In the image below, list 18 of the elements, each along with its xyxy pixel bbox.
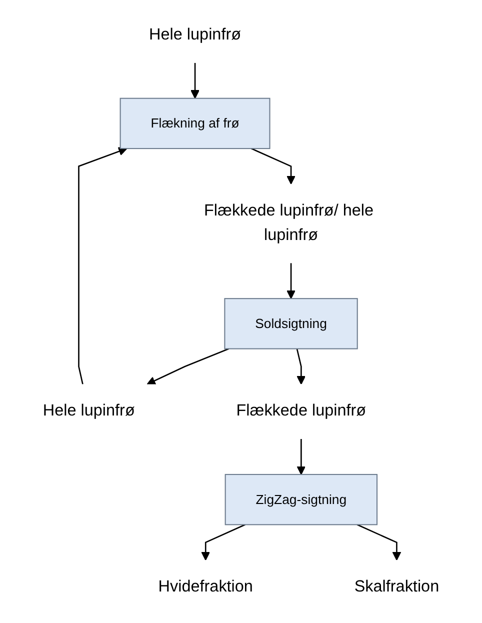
- arrow: [78, 147, 128, 384]
- node-box: Soldsigtning: [224, 298, 358, 350]
- node-text: Hele lupinfrø: [42, 402, 135, 420]
- node-text: Hele lupinfrø: [149, 26, 242, 44]
- node-text: Flækkede lupinfrø: [236, 402, 366, 420]
- arrow: [190, 62, 200, 99]
- arrow: [146, 348, 230, 385]
- arrow: [296, 439, 306, 475]
- node-text: Skalfraktion: [354, 578, 440, 596]
- arrow: [296, 348, 306, 385]
- arrow: [286, 263, 296, 299]
- arrow: [356, 524, 402, 561]
- node-text: Hvidefraktion: [158, 578, 253, 596]
- arrow: [201, 524, 246, 561]
- arrow: [251, 148, 296, 184]
- node-box: ZigZag-sigtning: [224, 474, 378, 526]
- node-text: Flækkede lupinfrø/ hele lupinfrø: [204, 202, 374, 244]
- node-box: Flækning af frø: [120, 98, 270, 150]
